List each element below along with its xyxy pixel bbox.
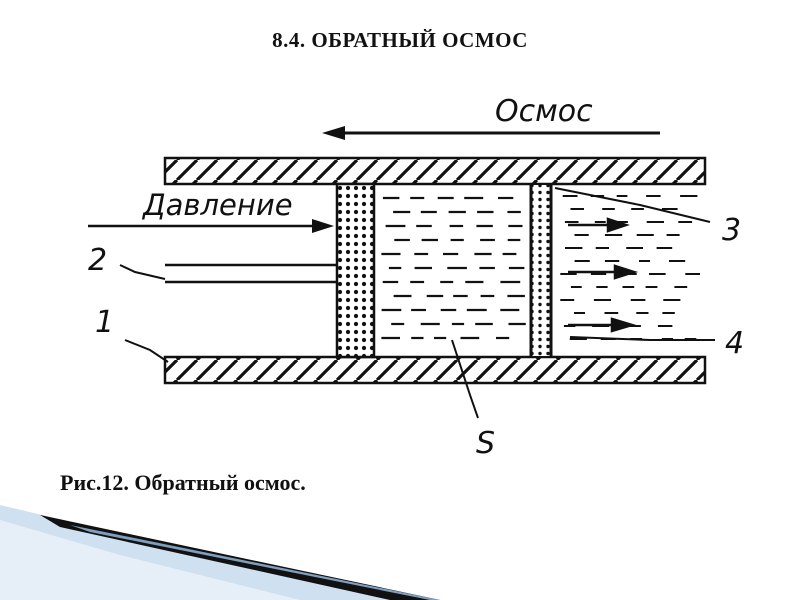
solution-region [381,196,526,340]
tube-wall-bottom [163,355,707,385]
figure-caption: Рис.12. Обратный осмос. [60,470,306,495]
permeate-region [560,195,700,340]
leader-lines [119,187,715,419]
tube-wall-top [163,156,707,186]
permeate-arrows [568,217,639,333]
label-2: 2 [88,243,107,278]
osmosis-arrow [322,126,660,140]
piston [335,182,376,359]
label-pressure: Давление [141,188,293,222]
label-s: S [476,426,495,461]
label-1: 1 [95,305,114,340]
piston-rod [165,263,337,284]
pressure-arrow [88,219,334,233]
label-4: 4 [725,326,744,361]
slide-title: 8.4. ОБРАТНЫЙ ОСМОС [272,28,528,52]
label-osmosis: Осмос [495,94,593,129]
label-3: 3 [722,213,741,248]
